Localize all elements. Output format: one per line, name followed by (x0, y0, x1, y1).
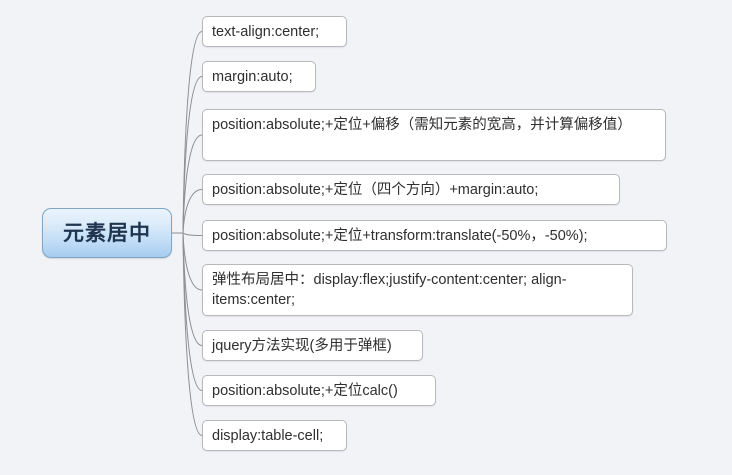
root-node[interactable]: 元素居中 (42, 208, 172, 258)
branch-node-8[interactable]: position:absolute;+定位calc() (202, 375, 436, 406)
branch-node-label: position:absolute;+定位（四个方向）+margin:auto; (212, 182, 539, 198)
branch-node-label: display:table-cell; (212, 428, 324, 444)
branch-node-label: 弹性布局居中：display:flex;justify-content:cent… (212, 272, 567, 308)
branch-node-5[interactable]: position:absolute;+定位+transform:translat… (202, 220, 667, 251)
branch-node-4[interactable]: position:absolute;+定位（四个方向）+margin:auto; (202, 174, 620, 205)
branch-node-label: text-align:center; (212, 24, 320, 40)
branch-node-label: position:absolute;+定位+transform:translat… (212, 228, 588, 244)
branch-node-7[interactable]: jquery方法实现(多用于弹框) (202, 330, 423, 361)
branch-node-label: position:absolute;+定位calc() (212, 383, 398, 399)
branch-node-label: margin:auto; (212, 69, 293, 85)
branch-node-label: position:absolute;+定位+偏移（需知元素的宽高，并计算偏移值） (212, 117, 632, 133)
branch-node-3[interactable]: position:absolute;+定位+偏移（需知元素的宽高，并计算偏移值） (202, 109, 666, 161)
branch-node-9[interactable]: display:table-cell; (202, 420, 347, 451)
branch-node-1[interactable]: text-align:center; (202, 16, 347, 47)
branch-node-6[interactable]: 弹性布局居中：display:flex;justify-content:cent… (202, 264, 633, 316)
branch-node-2[interactable]: margin:auto; (202, 61, 316, 92)
branch-node-label: jquery方法实现(多用于弹框) (212, 338, 392, 354)
root-node-label: 元素居中 (63, 221, 151, 245)
